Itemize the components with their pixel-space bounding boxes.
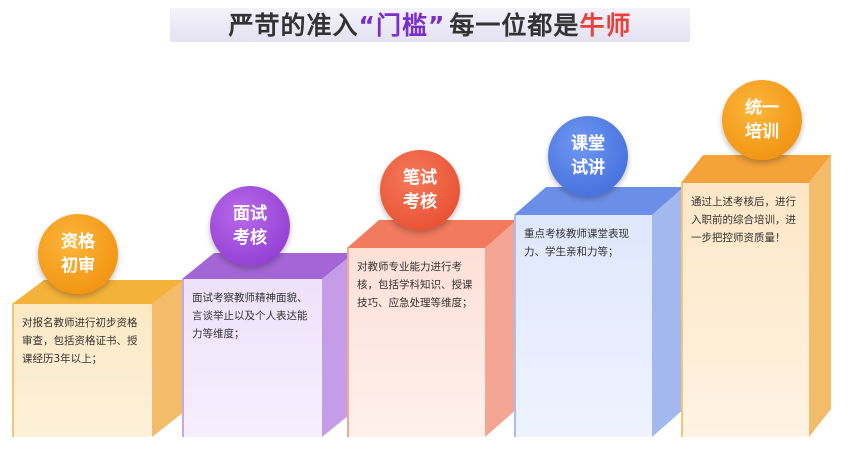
step1-box: 对报名教师进行初步资格审查，包括资格证书、授课经历3年以上；: [12, 304, 152, 437]
step4-box: 重点考核教师课堂表现力、学生亲和力等；: [514, 215, 652, 437]
step3-label-line2: 考核: [403, 192, 437, 212]
step4-description: 重点考核教师课堂表现力、学生亲和力等；: [524, 228, 629, 258]
title-quote: “门槛”: [358, 11, 446, 40]
step2-label-line1: 面试: [233, 204, 267, 224]
step5-label-line1: 统一: [745, 98, 779, 118]
step3-box: 对教师专业能力进行考核，包括学科知识、授课技巧、应急处理等维度；: [347, 248, 485, 437]
step3-side-face: [485, 220, 517, 437]
title-band: [170, 8, 690, 42]
step1-badge: 资格 初审: [38, 214, 118, 294]
step5-label-line2: 培训: [745, 122, 779, 142]
step2-side-face: [322, 253, 354, 437]
step4-label-line2: 试讲: [571, 158, 605, 178]
step1-label-line1: 资格: [61, 232, 95, 252]
step5-description: 通过上述考核后，进行入职前的综合培训，进一步把控师资质量！: [691, 196, 796, 244]
step1-description: 对报名教师进行初步资格审查，包括资格证书、授课经历3年以上；: [22, 317, 138, 365]
step3-description: 对教师专业能力进行考核，包括学科知识、授课技巧、应急处理等维度；: [357, 261, 473, 309]
step5-box: 通过上述考核后，进行入职前的综合培训，进一步把控师资质量！: [681, 183, 809, 437]
step4-badge: 课堂 试讲: [548, 116, 628, 196]
step3-label-line1: 笔试: [403, 168, 437, 188]
step1-side-face: [152, 280, 184, 437]
step2-top-face: [182, 253, 354, 279]
title-highlight: 牛师: [579, 11, 632, 40]
step1-label-line2: 初审: [61, 256, 95, 276]
page-title: 严苛的准入“门槛”每一位都是牛师: [0, 6, 860, 42]
step5-top-face: [681, 155, 831, 183]
step4-top-face: [514, 187, 684, 215]
step4-side-face: [652, 187, 684, 437]
step2-box: 面试考察教师精神面貌、言谈举止以及个人表达能力等维度；: [182, 279, 322, 437]
step5-badge: 统一 培训: [722, 80, 802, 160]
step5-side-face: [809, 155, 831, 437]
step2-badge: 面试 考核: [210, 186, 290, 266]
step3-top-face: [347, 220, 517, 248]
step2-description: 面试考察教师精神面貌、言谈举止以及个人表达能力等维度；: [192, 292, 308, 340]
title-part1: 严苛的准入: [228, 11, 359, 40]
step2-label-line2: 考核: [233, 228, 267, 248]
step3-badge: 笔试 考核: [380, 150, 460, 230]
title-part2: 每一位都是: [449, 11, 580, 40]
step4-label-line1: 课堂: [571, 134, 605, 154]
